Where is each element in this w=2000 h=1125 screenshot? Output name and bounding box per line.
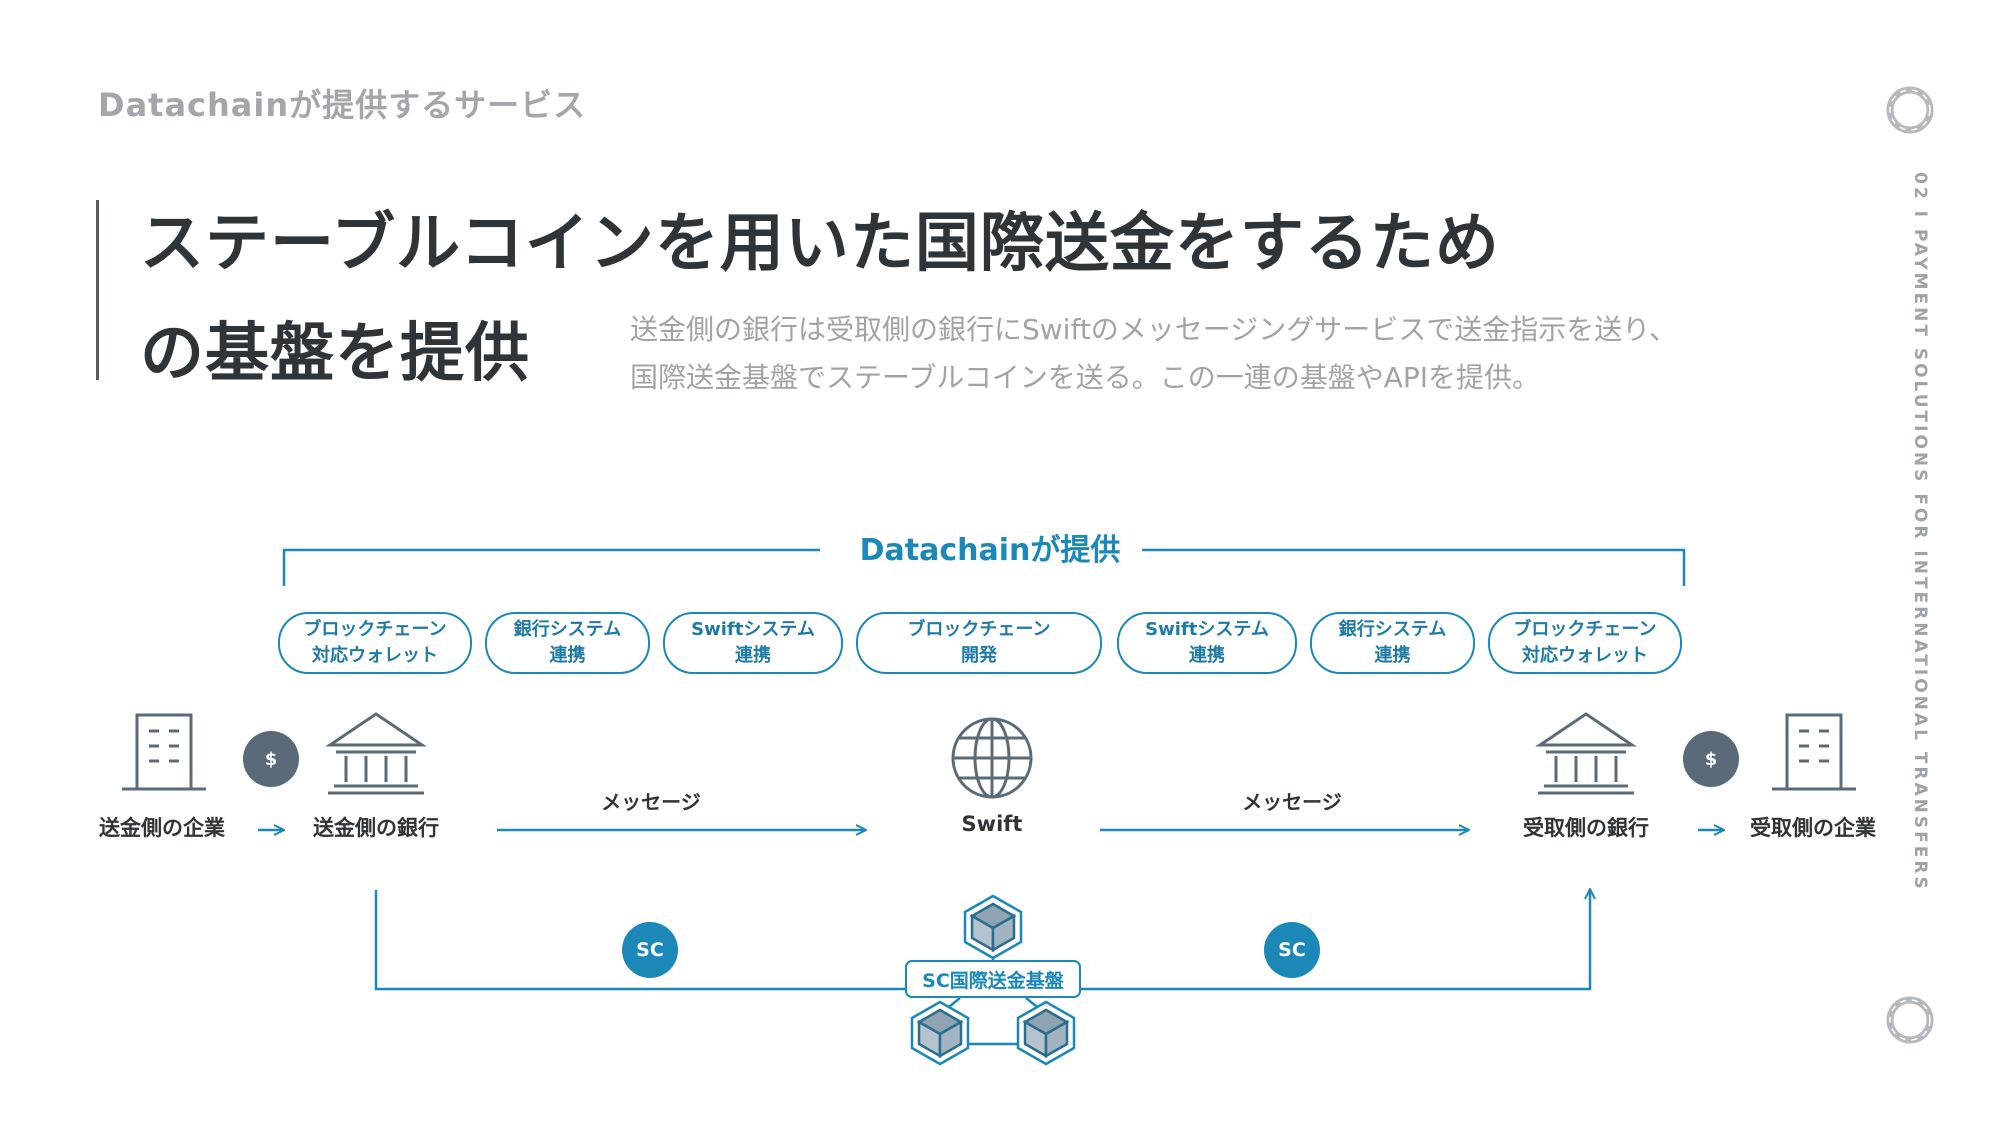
service-pill-line1: Swiftシステム — [1145, 619, 1269, 640]
description-line-2: 国際送金基盤でステーブルコインを送る。この一連の基盤やAPIを提供。 — [630, 361, 1541, 394]
service-pill-line1: 銀行システム — [1338, 619, 1447, 640]
node-label-receiver-bank: 受取側の銀行 — [1523, 816, 1649, 840]
provide-bracket — [282, 548, 1686, 586]
receiver-company-building-icon — [1772, 713, 1856, 791]
service-pill-swift-system: Swiftシステム 連携 — [663, 612, 843, 674]
dollar-icon: $ — [243, 731, 299, 787]
node-label-swift: Swift — [961, 812, 1023, 836]
service-pill-wallet: ブロックチェーン 対応ウォレット — [1488, 612, 1682, 674]
platform-label: SC国際送金基盤 — [905, 960, 1081, 998]
section-label: Datachainが提供するサービス — [98, 86, 587, 124]
ring-logo-icon — [1886, 86, 1934, 134]
message-label: メッセージ — [601, 790, 701, 814]
service-pill-swift-system: Swiftシステム 連携 — [1117, 612, 1297, 674]
sender-bank-icon — [325, 712, 427, 795]
blockchain-cube-icon — [963, 894, 1023, 960]
service-pill-line1: ブロックチェーン — [1513, 619, 1657, 640]
service-pill-wallet: ブロックチェーン 対応ウォレット — [278, 612, 472, 674]
page-title-line-2: の基盤を提供 — [140, 317, 530, 391]
dollar-icon: $ — [1683, 731, 1739, 787]
receiver-bank-icon — [1535, 712, 1637, 795]
sender-company-building-icon — [122, 713, 206, 791]
service-pill-blockchain-dev: ブロックチェーン 開発 — [856, 612, 1102, 674]
service-pill-line2: 対応ウォレット — [312, 645, 438, 666]
blockchain-cube-icon — [1016, 1000, 1076, 1066]
service-pill-bank-system: 銀行システム 連携 — [1310, 612, 1475, 674]
provide-label: Datachainが提供 — [859, 533, 1121, 568]
node-label-sender-bank: 送金側の銀行 — [313, 816, 439, 840]
side-section-label: 02 I PAYMENT SOLUTIONS FOR INTERNATIONAL… — [1910, 172, 1930, 892]
service-pill-line1: ブロックチェーン — [303, 619, 447, 640]
service-pill-line2: 連携 — [549, 645, 586, 666]
title-accent-bar — [96, 200, 99, 380]
service-pill-line1: Swiftシステム — [691, 619, 815, 640]
page-title-line-1: ステーブルコインを用いた国際送金をするため — [140, 207, 1500, 281]
globe-icon — [951, 717, 1033, 799]
service-pill-bank-system: 銀行システム 連携 — [485, 612, 650, 674]
service-pill-line2: 連携 — [1374, 645, 1411, 666]
stablecoin-badge: SC — [1264, 922, 1320, 978]
message-label: メッセージ — [1242, 790, 1342, 814]
ring-logo-icon — [1886, 996, 1934, 1044]
service-pill-line2: 対応ウォレット — [1522, 645, 1648, 666]
service-pill-line2: 連携 — [1189, 645, 1225, 666]
service-pill-line1: 銀行システム — [513, 619, 622, 640]
node-label-receiver-company: 受取側の企業 — [1750, 816, 1876, 840]
service-pill-line1: ブロックチェーン — [907, 619, 1051, 640]
description-line-1: 送金側の銀行は受取側の銀行にSwiftのメッセージングサービスで送金指示を送り、 — [630, 313, 1678, 346]
blockchain-cube-icon — [910, 1000, 970, 1066]
stablecoin-badge: SC — [622, 922, 678, 978]
service-pill-line2: 開発 — [961, 645, 997, 666]
service-pill-line2: 連携 — [735, 645, 771, 666]
node-label-sender-company: 送金側の企業 — [99, 816, 225, 840]
